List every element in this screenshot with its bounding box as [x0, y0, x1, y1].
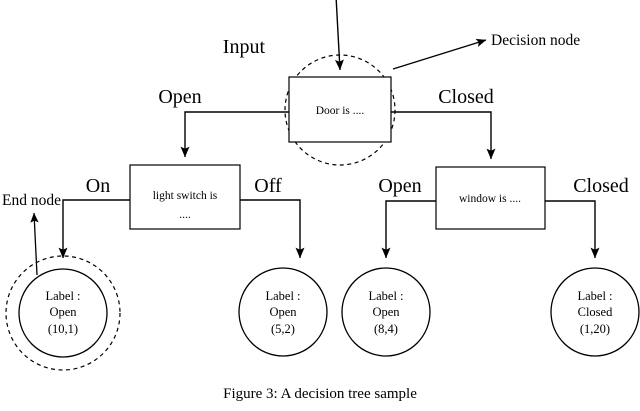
window-label: window is .... — [459, 193, 521, 205]
end-node-highlight-circle — [5, 255, 121, 371]
edge-root-to-light-switch — [180, 111, 289, 158]
figure-caption: Figure 3: A decision tree sample — [223, 386, 417, 402]
decision-node-root-box[interactable] — [288, 76, 392, 143]
decision-node-root-label: Door is .... — [316, 105, 365, 117]
branch-label-window-left: Open — [378, 175, 421, 197]
leaf-node-open-10-1[interactable] — [18, 268, 108, 358]
end-node-annotation-label: End node — [2, 192, 61, 209]
leaf-3-line1: Label : — [368, 289, 403, 303]
branch-label-root-left: Open — [158, 86, 201, 108]
branch-label-light-switch-left: On — [86, 175, 110, 197]
edge-root-to-window — [391, 111, 496, 160]
leaf-4-line1: Label : — [577, 289, 612, 303]
leaf-3-line3: (8,4) — [374, 322, 398, 336]
leaf-1-line3: (10,1) — [48, 322, 78, 336]
input-annotation-label: Input — [223, 36, 266, 58]
leaf-1-line1: Label : — [45, 289, 80, 303]
decision-node-annotation-label: Decision node — [491, 32, 580, 49]
leaf-2-line1: Label : — [265, 289, 300, 303]
leaf-2-line2: Open — [269, 305, 297, 319]
branch-label-root-right: Closed — [438, 86, 494, 108]
branch-label-light-switch-right: Off — [254, 175, 282, 197]
leaf-node-open-5-2[interactable] — [238, 267, 328, 357]
leaf-2-line3: (5,2) — [271, 322, 295, 336]
leaf-4-line2: Closed — [578, 305, 613, 319]
leaf-node-closed-1-20[interactable] — [550, 267, 640, 357]
edge-window-to-leaf4 — [545, 200, 600, 259]
decision-node-highlight-circle — [284, 54, 396, 166]
light-switch-label-line2: .... — [179, 209, 191, 221]
end-node-annotation-arrow — [30, 212, 39, 276]
leaf-1-line2: Open — [49, 305, 77, 319]
decision-node-light-switch-box[interactable] — [129, 164, 241, 230]
edge-light-switch-to-leaf1 — [58, 199, 130, 259]
decision-node-annotation-arrow — [392, 38, 487, 70]
edge-light-switch-to-leaf2 — [240, 199, 305, 259]
decision-node-window-box[interactable] — [435, 166, 546, 230]
light-switch-label-line1: light switch is — [153, 190, 218, 202]
edge-window-to-leaf3 — [381, 200, 436, 259]
leaf-4-line3: (1,20) — [580, 322, 610, 336]
input-arrow — [334, 0, 344, 71]
branch-label-window-right: Closed — [573, 175, 629, 197]
leaf-3-line2: Open — [372, 305, 400, 319]
leaf-node-open-8-4[interactable] — [341, 267, 431, 357]
